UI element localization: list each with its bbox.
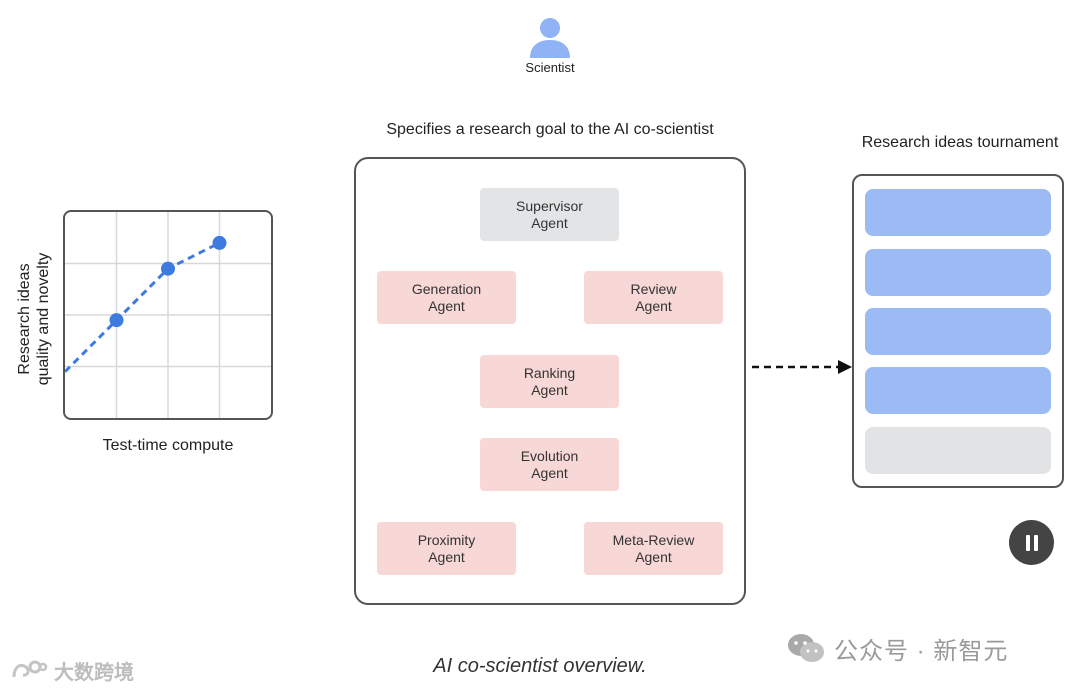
meta-review-agent: Meta-Review Agent xyxy=(584,522,723,575)
pause-button[interactable] xyxy=(1009,520,1054,565)
chart-x-axis-label: Test-time compute xyxy=(102,437,234,454)
y-axis-label-line-2: quality and novelty xyxy=(35,252,52,386)
dashed-arrow xyxy=(752,360,852,374)
pause-icon xyxy=(1024,534,1040,551)
chart-data-point xyxy=(161,261,175,276)
chart-data-point xyxy=(212,235,227,250)
generation-agent: Generation Agent xyxy=(377,271,516,324)
tournament-idea-bar-empty xyxy=(865,427,1051,474)
tournament-title: Research ideas tournament xyxy=(861,134,1059,151)
brand-logo-icon xyxy=(12,660,48,678)
brand-watermark: 大数跨境 xyxy=(10,655,134,685)
chart-data-point xyxy=(109,313,124,328)
supervisor-agent: Supervisor Agent xyxy=(480,188,619,241)
tournament-idea-bar xyxy=(865,308,1051,355)
scientist-actor: Scientist xyxy=(510,14,590,84)
compute-scaling-chart xyxy=(63,210,273,420)
proximity-agent: Proximity Agent xyxy=(377,522,516,575)
chart-trend-line xyxy=(65,241,221,373)
tournament-idea-bar xyxy=(865,249,1051,296)
wechat-watermark: 公众号 · 新智元 xyxy=(786,630,1008,666)
evolution-agent: Evolution Agent xyxy=(480,438,619,491)
tournament-idea-bar xyxy=(865,367,1051,414)
ranking-agent: Ranking Agent xyxy=(480,355,619,408)
brand-watermark-text: 大数跨境 xyxy=(54,661,134,684)
tournament-box xyxy=(852,174,1064,488)
person-icon xyxy=(530,18,570,58)
co-scientist-agents-box xyxy=(354,157,746,605)
figure-caption: AI co-scientist overview. xyxy=(433,655,647,677)
chart-y-axis-label: Research ideas quality and novelty xyxy=(15,219,53,419)
tournament-idea-bar xyxy=(865,189,1051,236)
scientist-label: Scientist xyxy=(525,60,575,75)
main-box-title: Specifies a research goal to the AI co-s… xyxy=(386,121,714,138)
wechat-watermark-text: 公众号 · 新智元 xyxy=(834,637,1009,665)
review-agent: Review Agent xyxy=(584,271,723,324)
chart-plot-area xyxy=(65,212,271,418)
y-axis-label-line-1: Research ideas xyxy=(16,263,33,375)
wechat-icon xyxy=(788,634,824,662)
